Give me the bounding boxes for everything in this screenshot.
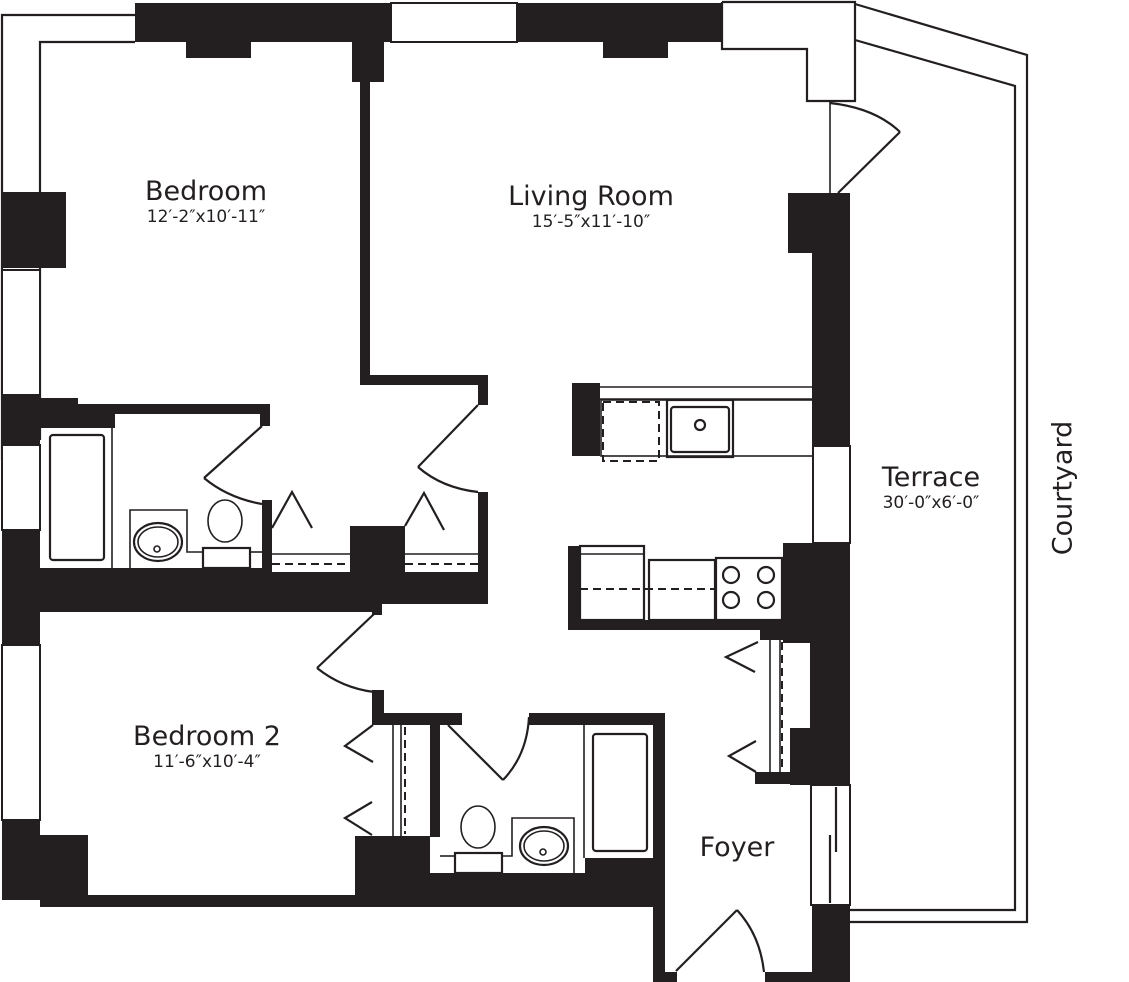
bathroom-1 bbox=[40, 425, 488, 604]
bathroom-2-door[interactable] bbox=[447, 716, 531, 781]
room-label-bedroom: Bedroom 12′-2″x10′-11″ bbox=[145, 178, 267, 226]
courtyard-label: Courtyard bbox=[1047, 420, 1079, 556]
room-dimensions: 12′-2″x10′-11″ bbox=[146, 207, 266, 227]
bedroom-2-walls bbox=[40, 598, 665, 907]
room-dimensions: 15′-5″x11′-10″ bbox=[531, 212, 651, 232]
bedroom-living-partition bbox=[360, 82, 488, 405]
right-wall bbox=[755, 101, 901, 982]
kitchen-sink-icon bbox=[665, 398, 735, 459]
top-wall bbox=[135, 0, 857, 103]
bifold-door-icon bbox=[726, 740, 757, 773]
foyer-closet bbox=[723, 640, 783, 773]
room-name: Living Room bbox=[508, 181, 674, 212]
left-wall bbox=[1, 192, 270, 900]
bifold-door-icon bbox=[404, 490, 445, 531]
bathroom-1-door[interactable] bbox=[203, 425, 263, 506]
room-name: Foyer bbox=[699, 832, 775, 863]
bathroom-2 bbox=[430, 713, 665, 903]
bedroom-2-door[interactable] bbox=[316, 613, 375, 694]
room-label-bedroom-2: Bedroom 2 11′-6″x10′-4″ bbox=[133, 723, 281, 771]
kitchen bbox=[568, 383, 814, 630]
bathtub-icon bbox=[48, 428, 113, 568]
bathtub-icon bbox=[583, 725, 649, 858]
refrigerator-icon bbox=[578, 544, 646, 622]
room-label-living-room: Living Room 15′-5″x11′-10″ bbox=[508, 183, 674, 231]
toilet-icon bbox=[440, 805, 504, 875]
sink-icon bbox=[129, 509, 203, 568]
bifold-door-icon bbox=[342, 801, 373, 836]
terrace-sliding-door[interactable] bbox=[810, 784, 851, 906]
bifold-door-icon bbox=[343, 724, 374, 763]
bifold-door-icon bbox=[723, 641, 759, 673]
room-dimensions: 30′-0″x6′-0″ bbox=[882, 493, 980, 513]
room-name: Bedroom 2 bbox=[133, 721, 281, 752]
sink-icon bbox=[502, 817, 575, 873]
room-dimensions: 11′-6″x10′-4″ bbox=[153, 752, 261, 772]
bedroom-door[interactable] bbox=[417, 404, 479, 494]
terrace-outline bbox=[850, 2, 1029, 924]
room-name: Bedroom bbox=[144, 176, 268, 207]
room-name: Terrace bbox=[881, 462, 981, 493]
stove-icon bbox=[714, 556, 784, 622]
room-label-foyer: Foyer bbox=[700, 834, 775, 861]
living-room-terrace-door[interactable] bbox=[829, 101, 901, 194]
entry-door[interactable] bbox=[675, 909, 766, 973]
foyer-walls bbox=[653, 895, 850, 982]
bifold-door-icon bbox=[271, 489, 313, 529]
room-label-terrace: Terrace 30′-0″x6′-0″ bbox=[882, 464, 980, 512]
toilet-icon bbox=[201, 499, 262, 570]
